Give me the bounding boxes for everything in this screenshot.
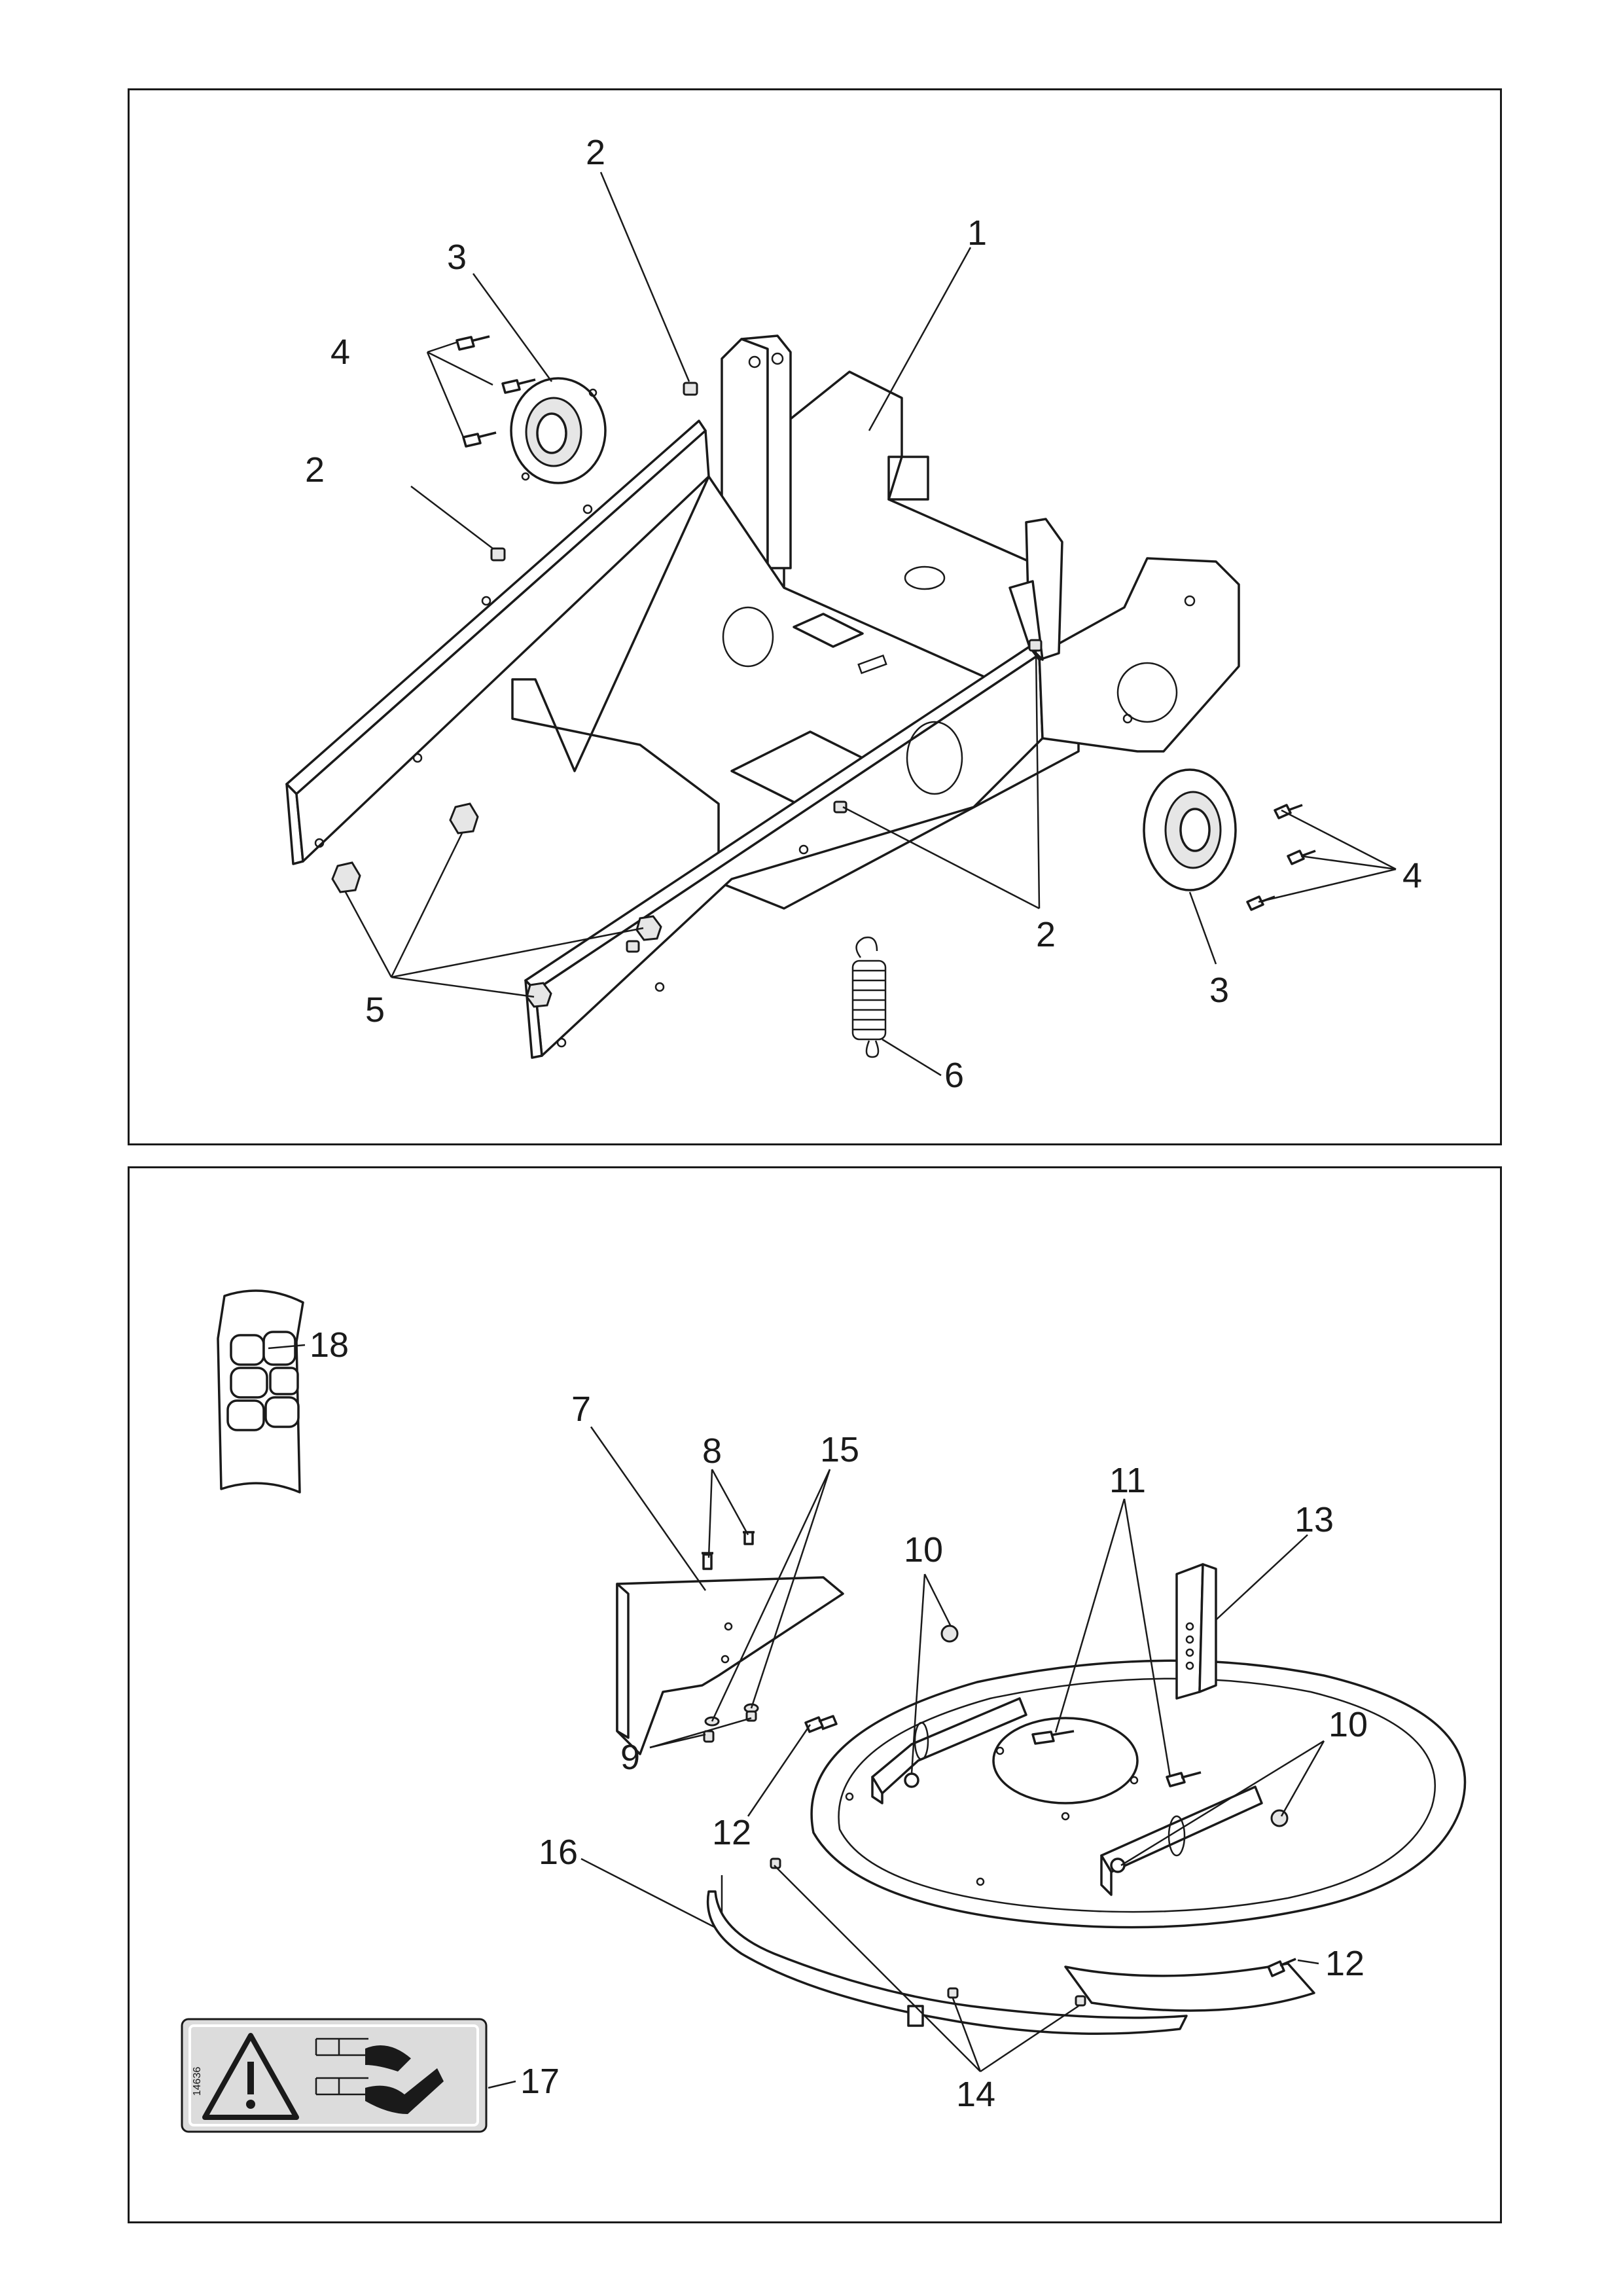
callout-4: 4 (1402, 856, 1422, 895)
cutting-deck-exploded-view-panel: 14636 (128, 1166, 1502, 2223)
left-hinge-plate (871, 1697, 1027, 1804)
flap-nuts (770, 1857, 1086, 2007)
left-bolts (455, 335, 536, 448)
callout-6: 6 (944, 1056, 964, 1095)
screws (702, 1531, 755, 1570)
callout-8: 8 (702, 1431, 722, 1471)
callout-9: 9 (620, 1738, 640, 1777)
warning-label: 14636 (181, 2018, 488, 2133)
callout-10: 10 (1329, 1705, 1368, 1744)
callout-17: 17 (520, 2062, 560, 2101)
callout-14: 14 (956, 2075, 995, 2114)
callout-12: 12 (712, 1813, 751, 1852)
callout-15: 15 (820, 1430, 859, 1469)
deck-drawing: 14636 (181, 1289, 1467, 2133)
callout-1: 1 (967, 213, 987, 253)
callout-5: 5 (365, 990, 385, 1030)
callout-2: 2 (586, 133, 605, 172)
top-leader-lines (344, 171, 1397, 1077)
callout-2: 2 (305, 450, 325, 490)
rear-height-bracket (1175, 1563, 1217, 1700)
callout-18: 18 (310, 1325, 349, 1365)
right-wheel-plate (1038, 557, 1240, 753)
decal-sheet (217, 1289, 304, 1494)
right-wheel-bushing (1143, 768, 1237, 891)
left-wheel-bushing (510, 377, 607, 484)
callout-16: 16 (539, 1833, 578, 1872)
label-code: 14636 (192, 2067, 203, 2096)
deck-side-plate (616, 1576, 844, 1755)
callout-3: 3 (1209, 971, 1229, 1010)
callout-7: 7 (571, 1390, 591, 1429)
hex-nuts (331, 802, 662, 1008)
chassis-exploded-view-panel: 1 2 2 2 3 3 4 4 5 6 (128, 88, 1502, 1145)
chassis-drawing: 1 2 2 2 3 3 4 4 5 6 (285, 133, 1422, 1095)
callout-3: 3 (447, 238, 467, 277)
callout-12: 12 (1325, 1944, 1364, 1983)
small-nuts (703, 1703, 759, 1743)
callout-13: 13 (1294, 1500, 1334, 1539)
deck-bolts (1031, 1730, 1202, 1787)
bolt-right (1267, 1958, 1296, 1977)
callout-11: 11 (1109, 1461, 1146, 1500)
callout-2: 2 (1036, 915, 1056, 954)
callout-10: 10 (904, 1530, 943, 1570)
bolt-left (804, 1715, 838, 1733)
square-nuts (490, 382, 1043, 953)
callout-4: 4 (330, 332, 350, 372)
bottom-leader-lines (268, 1344, 1325, 2089)
tension-spring (851, 936, 887, 1058)
